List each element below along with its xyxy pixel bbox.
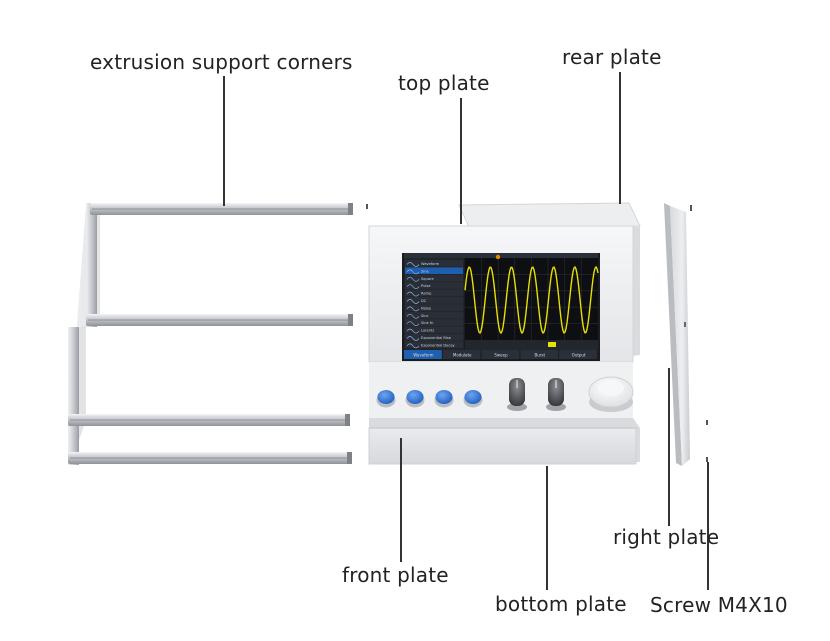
frame-post-rear-left <box>86 203 97 327</box>
screw-icon <box>684 322 686 327</box>
svg-text:Modulate: Modulate <box>453 353 472 358</box>
svg-text:Ramp: Ramp <box>421 292 432 296</box>
front-button[interactable] <box>405 390 425 408</box>
leader-right-plate <box>668 368 670 526</box>
front-button[interactable] <box>463 390 483 408</box>
display-header <box>404 253 598 258</box>
button-row <box>376 390 483 408</box>
knob-1[interactable] <box>507 378 527 411</box>
softkey[interactable]: Sweep <box>481 350 520 359</box>
menu-item[interactable]: Waveform <box>405 260 463 267</box>
menu-item[interactable]: Lorentz <box>405 326 463 334</box>
screw-icon <box>706 420 708 425</box>
menu-item[interactable]: Pulse <box>405 282 463 290</box>
svg-text:Sweep: Sweep <box>494 353 508 358</box>
softkey-bar: Waveform Modulate Sweep Burst Output <box>404 350 597 359</box>
svg-text:Burst: Burst <box>535 353 546 358</box>
svg-text:Waveform: Waveform <box>421 262 440 266</box>
leader-bottom-plate <box>546 466 548 590</box>
menu-item[interactable]: Square <box>405 274 463 282</box>
trigger-marker-icon <box>495 254 501 260</box>
menu-item[interactable]: Ramp <box>405 289 463 297</box>
front-button[interactable] <box>376 390 396 408</box>
label-top-plate: top plate <box>398 71 490 95</box>
knob-2[interactable] <box>546 378 566 411</box>
right-plate <box>664 203 682 466</box>
label-extrusion-support-corners: extrusion support corners <box>90 50 353 74</box>
leader-extrusion <box>223 76 225 206</box>
frame-screw-icon <box>366 204 368 209</box>
enclosure: WaveformSineSquarePulseRampDCNoiseSincSi… <box>368 202 641 465</box>
svg-text:Sine fn: Sine fn <box>421 321 433 325</box>
svg-text:Sinc: Sinc <box>421 314 429 318</box>
waveform-trace <box>464 265 599 335</box>
label-screw-m4x10: Screw M4X10 <box>650 593 788 617</box>
menu-item[interactable]: Sinc <box>405 311 463 319</box>
svg-text:Pulse: Pulse <box>421 284 431 288</box>
frame-post-front-left <box>68 327 79 465</box>
screw-icon <box>706 457 708 462</box>
svg-text:Square: Square <box>421 277 434 281</box>
softkey[interactable]: Burst <box>520 350 559 359</box>
right-plate-group <box>664 203 708 466</box>
extrusion-frame <box>68 203 368 466</box>
label-rear-plate: rear plate <box>562 45 662 69</box>
svg-text:Sine: Sine <box>421 269 430 273</box>
svg-text:Noise: Noise <box>421 306 432 310</box>
label-bottom-plate: bottom plate <box>495 592 627 616</box>
leader-screw <box>707 462 709 590</box>
menu-item[interactable]: Sine <box>405 267 463 275</box>
menu-item[interactable]: Noise <box>405 304 463 312</box>
softkey[interactable]: Modulate <box>442 350 481 359</box>
leader-top-plate <box>460 98 462 224</box>
param-strip <box>465 340 598 350</box>
label-front-plate: front plate <box>342 563 449 587</box>
svg-text:Output: Output <box>572 353 586 358</box>
screw-icon <box>690 205 692 211</box>
menu-item[interactable]: DC <box>405 297 463 304</box>
label-right-plate: right plate <box>613 525 720 549</box>
softkey[interactable]: Waveform <box>404 350 442 359</box>
menu-item[interactable]: Exponential Rise <box>405 334 463 341</box>
front-button[interactable] <box>434 390 454 408</box>
menu-item[interactable]: Sine fn <box>405 319 463 327</box>
svg-text:Exponential Decay: Exponential Decay <box>421 343 456 347</box>
svg-text:DC: DC <box>421 299 427 303</box>
softkey[interactable]: Output <box>559 350 597 359</box>
jog-wheel[interactable] <box>588 376 634 412</box>
svg-text:Waveform: Waveform <box>413 353 433 358</box>
leader-rear-plate <box>619 72 621 204</box>
bottom-plate <box>368 427 637 465</box>
rear-plate <box>458 202 641 230</box>
menu-item[interactable]: Exponential Decay <box>405 341 463 349</box>
leader-front-plate <box>400 438 402 562</box>
svg-text:Exponential Rise: Exponential Rise <box>421 336 452 340</box>
svg-text:Lorentz: Lorentz <box>421 329 434 333</box>
